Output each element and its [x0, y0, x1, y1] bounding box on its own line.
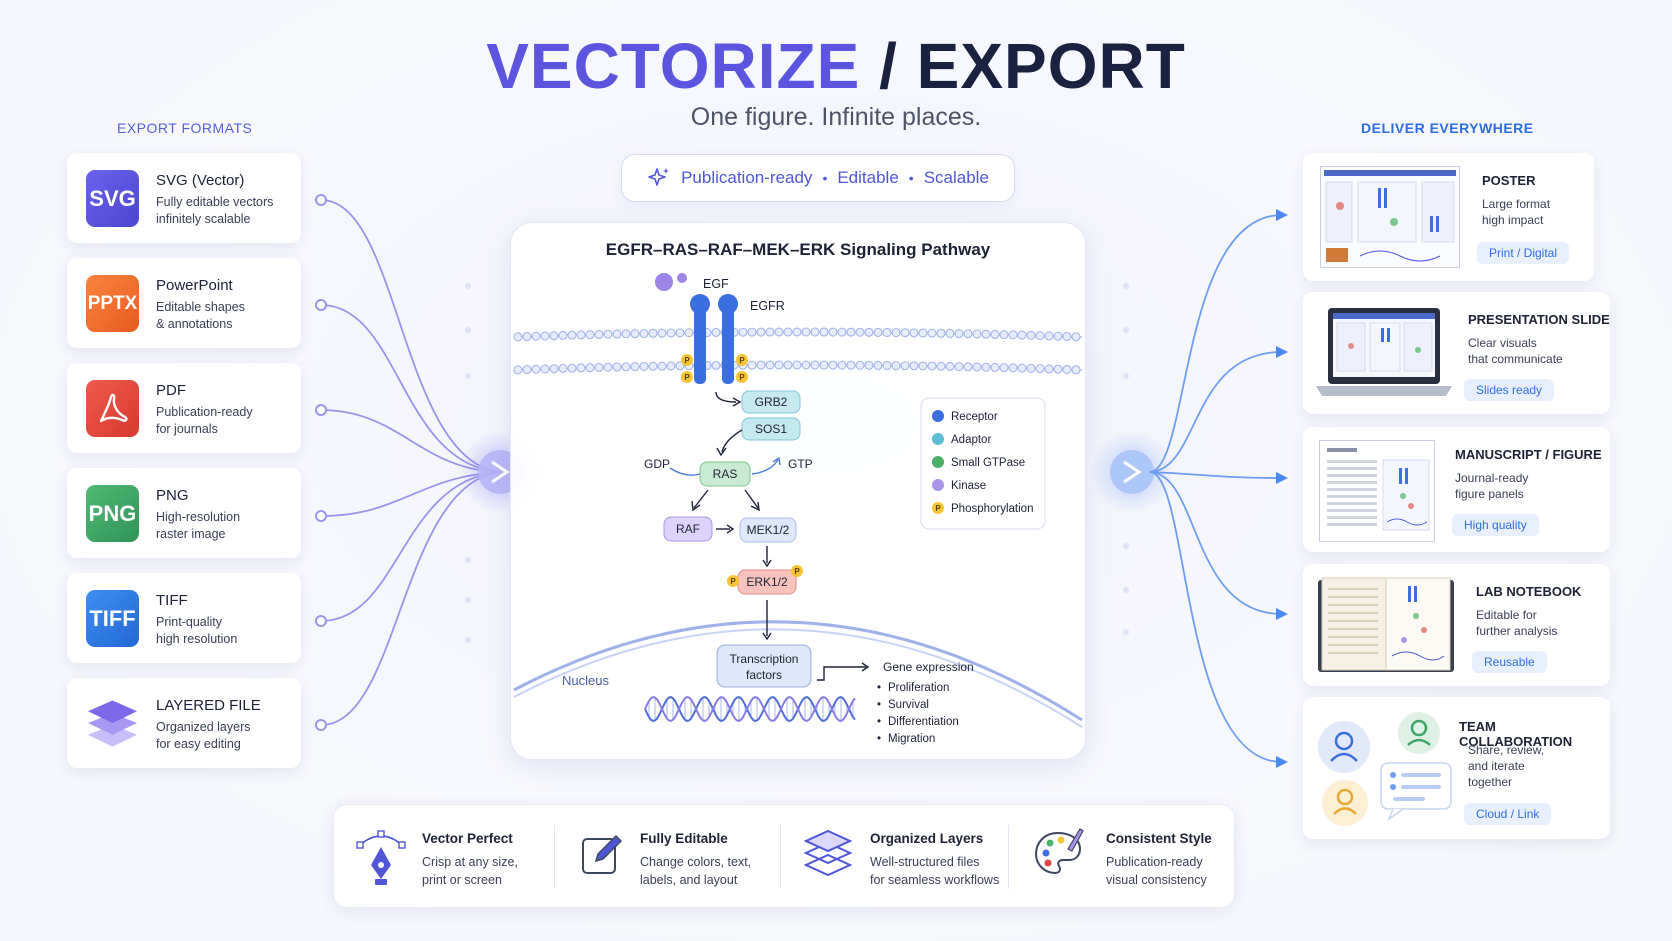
format-card-layered[interactable]: LAYERED FILE Organized layers for easy e…: [67, 678, 301, 768]
svg-badge-icon: SVG: [86, 170, 139, 227]
destination-title: PRESENTATION SLIDE: [1468, 312, 1610, 327]
pen-nib-icon: [356, 830, 406, 885]
pill-item-editable: Editable: [837, 168, 899, 187]
feature-title: Fully Editable: [640, 831, 728, 846]
deliver-everywhere-label: DELIVER EVERYWHERE: [1361, 120, 1534, 136]
diagram-title: EGFR–RAS–RAF–MEK–ERK Signaling Pathway: [605, 240, 991, 259]
format-title: TIFF: [156, 592, 188, 609]
manuscript-page-icon: [1319, 440, 1435, 542]
format-title: PowerPoint: [156, 277, 233, 294]
destination-title: LAB NOTEBOOK: [1476, 584, 1582, 599]
feature-divider: [1008, 825, 1009, 889]
left-connector-dots: [315, 194, 327, 731]
palette-icon: [1034, 828, 1084, 875]
destination-tag: Slides ready: [1464, 379, 1555, 401]
title-separator: /: [860, 30, 917, 102]
destination-card-poster[interactable]: POSTER Large format high impact Print / …: [1303, 153, 1594, 281]
feature-title: Vector Perfect: [422, 831, 513, 846]
poster-thumbnail-icon: [1320, 166, 1460, 268]
right-connectors: [1149, 209, 1288, 768]
png-badge-icon: PNG: [86, 485, 139, 542]
format-card-pptx[interactable]: PPTX PowerPoint Editable shapes & annota…: [67, 258, 301, 348]
destination-card-manuscript[interactable]: MANUSCRIPT / FIGURE Journal-ready figure…: [1303, 427, 1610, 552]
destination-card-presentation[interactable]: PRESENTATION SLIDE Clear visuals that co…: [1303, 292, 1610, 414]
pill-item-scalable: Scalable: [923, 168, 989, 187]
destination-title: POSTER: [1482, 173, 1536, 188]
export-formats-label: EXPORT FORMATS: [117, 120, 253, 136]
feature-divider: [554, 825, 555, 889]
feature-pill: Publication-ready • Editable • Scalable: [621, 154, 1015, 202]
feature-title: Organized Layers: [870, 831, 984, 846]
edit-pencil-icon: [582, 834, 623, 874]
destination-desc: Share, review, and iterate together: [1468, 743, 1545, 789]
layers-icon: [804, 829, 852, 877]
destination-card-lab-notebook[interactable]: LAB NOTEBOOK Editable for further analys…: [1303, 564, 1610, 686]
title-export: EXPORT: [916, 30, 1186, 102]
destination-card-team-collaboration[interactable]: TEAM COLLABORATION Share, review, and it…: [1303, 697, 1610, 839]
format-title: PNG: [156, 487, 189, 504]
format-desc: Fully editable vectors infinitely scalab…: [156, 195, 274, 226]
feature-desc: Publication-ready visual consistency: [1106, 855, 1207, 887]
destination-title: MANUSCRIPT / FIGURE: [1455, 447, 1602, 462]
notebook-icon: [1318, 577, 1454, 672]
destination-tag: Print / Digital: [1477, 242, 1570, 264]
layers-icon: [86, 695, 139, 752]
feature-title: Consistent Style: [1106, 831, 1212, 846]
sparkle-icon: [648, 168, 670, 186]
page-title: VECTORIZE / EXPORT: [0, 30, 1672, 102]
feature-bar: Vector Perfect Crisp at any size, print …: [333, 804, 1235, 908]
format-title: PDF: [156, 382, 186, 399]
format-desc: High-resolution raster image: [156, 510, 241, 541]
feature-desc: Crisp at any size, print or screen: [422, 855, 518, 887]
destination-tag: High quality: [1452, 514, 1539, 536]
format-desc: Publication-ready for journals: [156, 405, 253, 436]
pdf-acrobat-icon: [86, 380, 139, 437]
format-card-svg[interactable]: SVG SVG (Vector) Fully editable vectors …: [67, 153, 301, 243]
feature-divider: [780, 825, 781, 889]
format-title: SVG (Vector): [156, 172, 245, 189]
team-avatars-icon: [1318, 712, 1452, 826]
feature-desc: Well-structured files for seamless workf…: [870, 855, 1000, 887]
pptx-badge-icon: PPTX: [86, 275, 139, 332]
laptop-icon: [1316, 308, 1452, 396]
format-desc: Organized layers for easy editing: [156, 720, 251, 751]
pathway-figure-card: [510, 222, 1086, 760]
format-title: LAYERED FILE: [156, 697, 261, 714]
pill-separator: •: [908, 170, 914, 186]
format-card-pdf[interactable]: PDF Publication-ready for journals: [67, 363, 301, 453]
destination-desc: Large format high impact: [1482, 197, 1551, 227]
format-card-tiff[interactable]: TIFF TIFF Print-quality high resolution: [67, 573, 301, 663]
feature-desc: Change colors, text, labels, and layout: [640, 855, 752, 887]
destination-title: TEAM COLLABORATION: [1459, 719, 1573, 749]
format-desc: Print-quality high resolution: [156, 615, 238, 646]
destination-tag: Reusable: [1472, 651, 1547, 673]
format-desc: Editable shapes & annotations: [156, 300, 245, 331]
destination-desc: Editable for further analysis: [1476, 608, 1558, 638]
destination-desc: Journal-ready figure panels: [1455, 471, 1529, 501]
title-vectorize: VECTORIZE: [486, 30, 861, 102]
pill-separator: •: [822, 170, 828, 186]
right-hub: [1110, 450, 1154, 494]
pill-item-publication-ready: Publication-ready: [681, 168, 813, 187]
page-subtitle: One figure. Infinite places.: [690, 103, 982, 131]
format-card-png[interactable]: PNG PNG High-resolution raster image: [67, 468, 301, 558]
destination-tag: Cloud / Link: [1464, 803, 1552, 825]
destination-desc: Clear visuals that communicate: [1468, 336, 1563, 366]
tiff-badge-icon: TIFF: [86, 590, 139, 647]
